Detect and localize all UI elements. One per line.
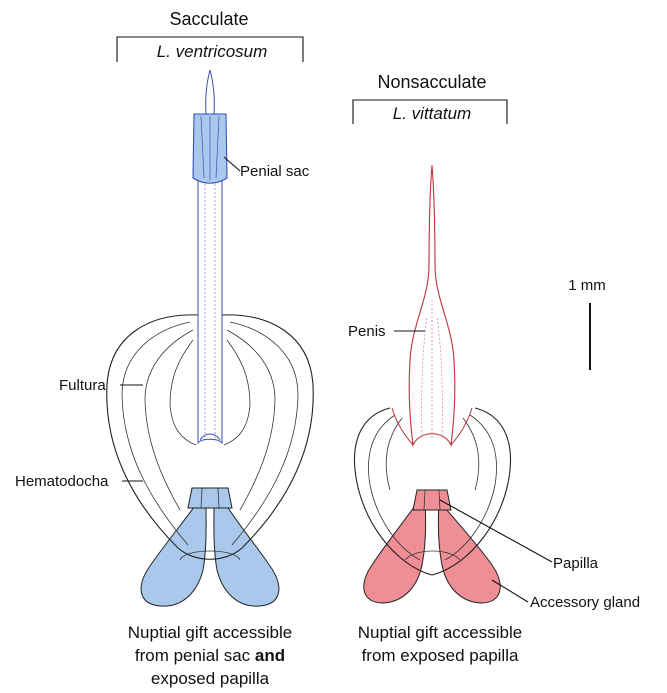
nonsacculate-species-name: L. vittatum <box>393 104 471 123</box>
penis-label: Penis <box>348 323 386 340</box>
accessory-gland-label: Accessory gland <box>530 594 640 611</box>
sacculate-caption-line1: Nuptial gift accessible <box>128 623 292 642</box>
penial-sac-label: Penial sac <box>240 163 310 180</box>
nonsacculate-palp-drawing <box>354 165 510 603</box>
nonsacculate-header: Nonsacculate <box>377 72 486 92</box>
hematodocha-label: Hematodocha <box>15 473 109 490</box>
sacculate-caption-and: and <box>255 646 285 665</box>
scale-bar-label: 1 mm <box>568 277 606 294</box>
nonsacculate-caption-line2: from exposed papilla <box>362 646 519 665</box>
sacculate-palp-drawing <box>107 70 313 606</box>
fultura-label: Fultura <box>59 377 106 394</box>
sacculate-species-name: L. ventricosum <box>157 42 268 61</box>
sacculate-caption-line3: exposed papilla <box>151 669 270 688</box>
sacculate-header: Sacculate <box>169 9 248 29</box>
papilla-label: Papilla <box>553 555 599 572</box>
sacculate-caption-line2-text: from penial sac <box>135 646 255 665</box>
sacculate-caption-line2: from penial sac and <box>135 646 285 665</box>
nonsacculate-caption-line1: Nuptial gift accessible <box>358 623 522 642</box>
